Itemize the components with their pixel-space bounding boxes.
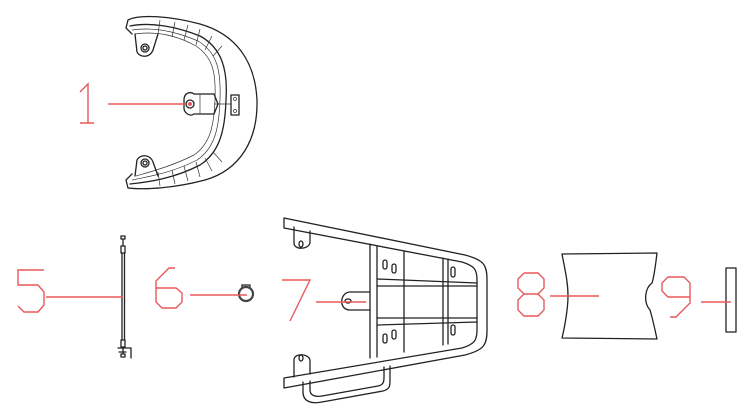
callout-6 (155, 267, 247, 309)
callout-number-7 (282, 279, 312, 322)
callout-1 (79, 82, 186, 124)
callout-number-8 (517, 272, 545, 317)
part-9-strip (725, 267, 737, 333)
part-7-luggage-rack (283, 217, 488, 404)
callout-5 (17, 269, 123, 313)
callout-8 (517, 272, 599, 317)
callout-9 (661, 276, 731, 318)
part-8-pad (561, 252, 658, 340)
callout-7 (282, 279, 366, 322)
callout-number-1 (79, 82, 94, 124)
part-6-clip (237, 284, 255, 303)
callout-number-6 (155, 267, 183, 309)
callout-number-5 (17, 269, 45, 313)
part-1-grab-handle (125, 15, 258, 190)
callout-number-9 (661, 276, 691, 318)
